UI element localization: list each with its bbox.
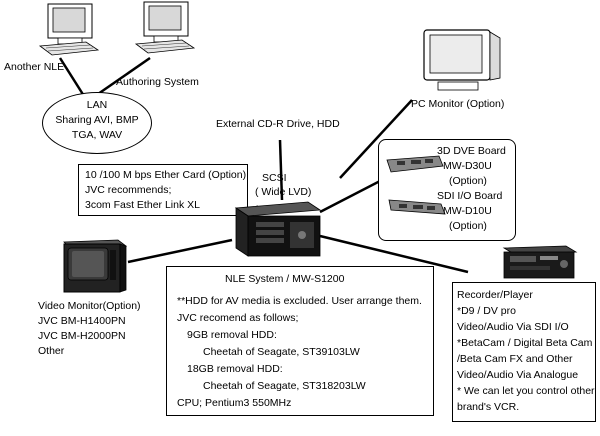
link-authoring: [97, 56, 151, 96]
recorder-line: Recorder/Player: [457, 289, 533, 301]
nle-system-line: Cheetah of Seagate, ST39103LW: [203, 346, 360, 358]
nle-system-line: **HDD for AV media is excluded. User arr…: [177, 295, 422, 307]
vcr-deck-icon: [502, 245, 578, 279]
recorder-box: Recorder/Player *D9 / DV pro Video/Audio…: [452, 282, 596, 422]
nle-system-title: NLE System / MW-S1200: [225, 273, 345, 285]
recorder-line: *BetaCam / Digital Beta Cam: [457, 337, 593, 349]
lan-line: TGA, WAV: [71, 129, 123, 141]
video-monitor-info: Video Monitor(Option) JVC BM-H1400PN JVC…: [38, 299, 141, 359]
video-monitor-line: JVC BM-H2000PN: [38, 330, 126, 342]
link-external-drive: [278, 139, 284, 201]
ether-card-line: 3com Fast Ether Link XL: [85, 199, 200, 211]
boards-box: 3D DVE Board MW-D30U (Option) SDI I/O Bo…: [378, 139, 516, 241]
link-video-monitor: [127, 238, 233, 264]
recorder-line: Video/Audio Via SDI I/O: [457, 321, 569, 333]
another-nle-computer-icon: [38, 3, 100, 56]
lan-line: Sharing AVI, BMP: [55, 114, 139, 126]
sdi-board-name: SDI I/O Board: [437, 190, 503, 202]
recorder-line: *D9 / DV pro: [457, 305, 516, 317]
scsi-type-label: ( Wide LVD): [255, 186, 312, 198]
dve-board-icon: [386, 155, 444, 173]
dve-board-model: MW-D30U: [443, 160, 492, 172]
link-another-nle: [58, 57, 86, 97]
pc-monitor-icon: [423, 29, 501, 91]
recorder-line: brand's VCR.: [457, 401, 520, 413]
pc-monitor-label: PC Monitor (Option): [411, 98, 505, 110]
sdi-board-icon: [388, 199, 446, 215]
external-drive-label: External CD-R Drive, HDD: [216, 118, 340, 130]
lan-ellipse: LAN Sharing AVI, BMP TGA, WAV: [42, 92, 152, 154]
ether-card-line: 10 /100 M bps Ether Card (Option): [85, 169, 247, 181]
recorder-line: Video/Audio Via Analogue: [457, 369, 579, 381]
sdi-board-option: (Option): [449, 220, 487, 232]
video-monitor-line: Video Monitor(Option): [38, 300, 141, 312]
nle-system-line: Cheetah of Seagate, ST318203LW: [203, 380, 366, 392]
link-pc-monitor: [339, 99, 413, 179]
authoring-computer-icon: [134, 1, 196, 54]
video-monitor-line: JVC BM-H1400PN: [38, 315, 126, 327]
nle-system-box: NLE System / MW-S1200 **HDD for AV media…: [166, 266, 434, 416]
recorder-line: /Beta Cam FX and Other: [457, 353, 573, 365]
video-monitor-line: Other: [38, 345, 65, 357]
video-monitor-icon: [63, 239, 128, 293]
nle-system-line: CPU; Pentium3 550MHz: [177, 397, 292, 409]
link-boards: [319, 178, 383, 214]
ether-card-line: JVC recommends;: [85, 184, 172, 196]
lan-line: LAN: [86, 99, 108, 111]
nle-system-unit-icon: [234, 201, 322, 257]
dve-board-name: 3D DVE Board: [437, 145, 506, 157]
link-recorder: [319, 234, 469, 274]
nle-system-line: 9GB removal HDD:: [187, 329, 277, 341]
another-nle-label: Another NLE: [4, 61, 65, 73]
nle-system-line: 18GB removal HDD:: [187, 363, 283, 375]
scsi-label: SCSI: [262, 172, 287, 184]
dve-board-option: (Option): [449, 175, 487, 187]
nle-system-line: JVC recomend as follows;: [177, 312, 299, 324]
authoring-system-label: Authoring System: [116, 76, 199, 88]
ether-card-box: 10 /100 M bps Ether Card (Option) JVC re…: [78, 164, 248, 216]
recorder-line: * We can let you control other: [457, 385, 595, 397]
sdi-board-model: MW-D10U: [443, 205, 492, 217]
